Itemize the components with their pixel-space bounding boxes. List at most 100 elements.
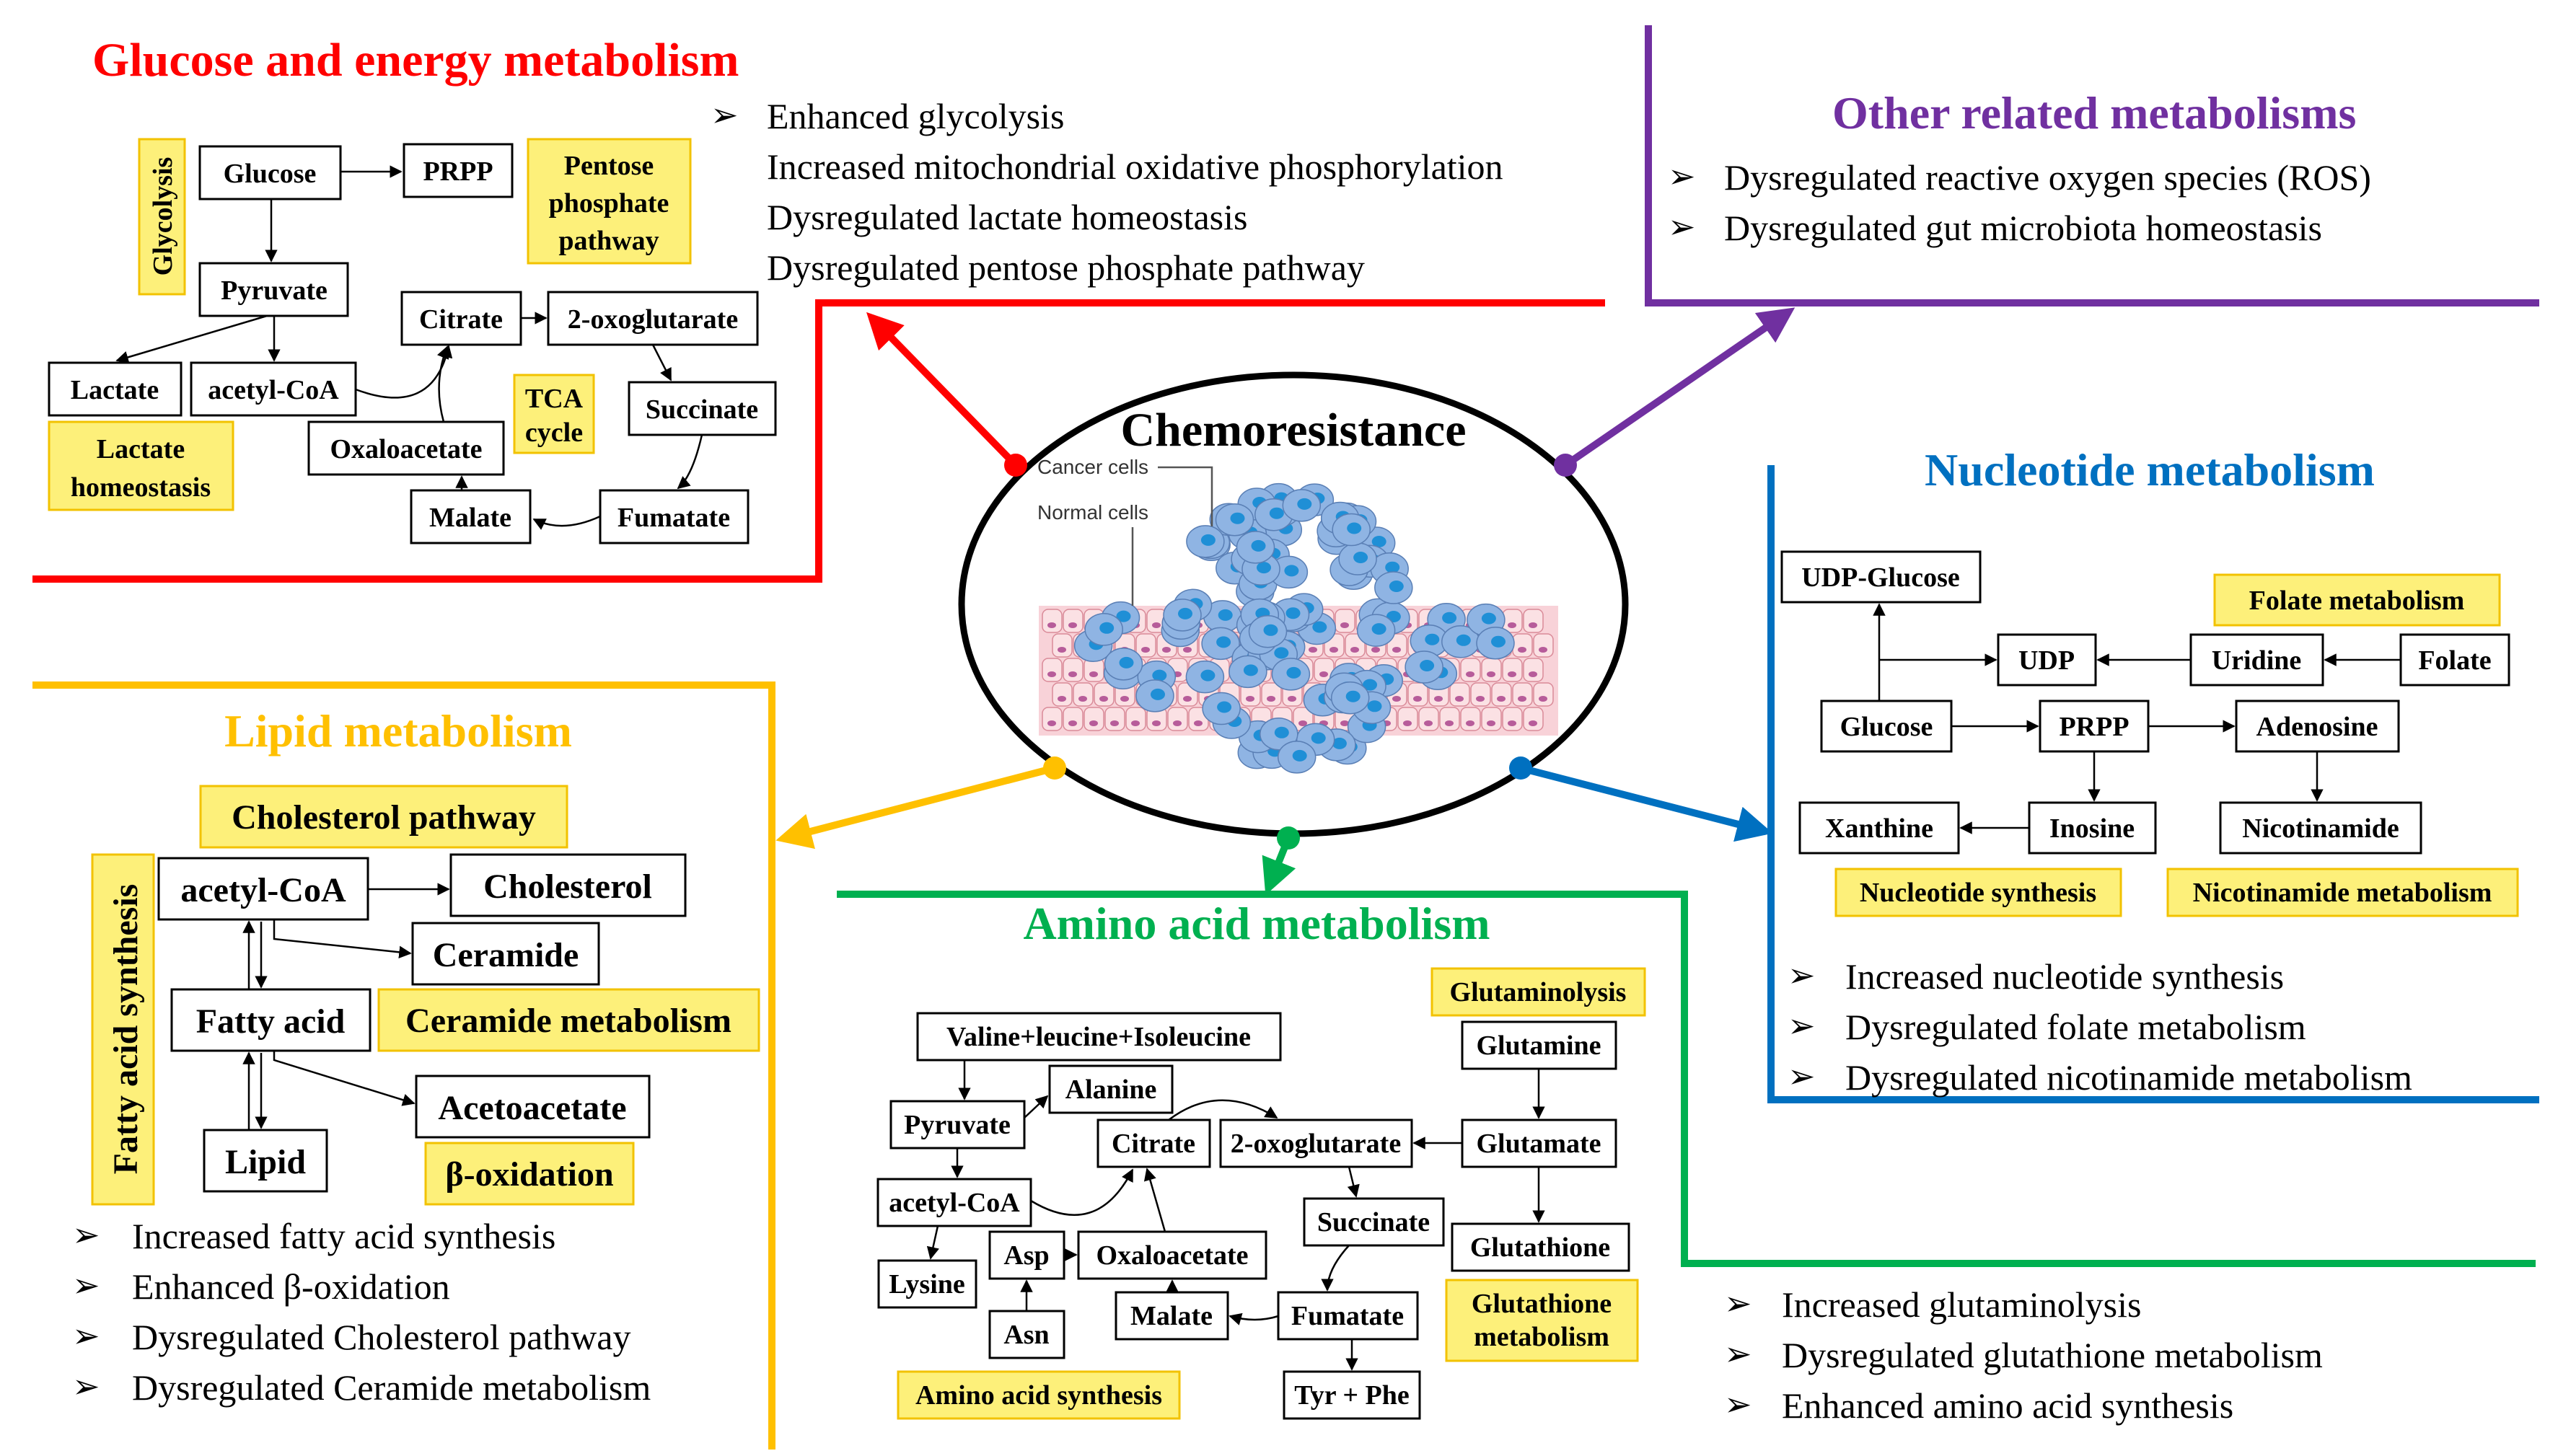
nicotinamide-metab-box: [2166, 868, 2519, 917]
nucleotide-synth-box: [1834, 868, 2122, 917]
other-bullet-2: Dysregulated gut microbiota homeostasis: [1724, 208, 2322, 248]
nucleotide-section-border: [1767, 465, 2539, 1103]
pentose-label-2: phosphate: [549, 188, 669, 219]
node-asp-label: Asp: [1003, 1240, 1049, 1271]
node-asn-label: Asn: [1003, 1320, 1049, 1350]
node-aa-pyruvate-label: Pyruvate: [904, 1110, 1011, 1140]
lactate-homeostasis-label-1: Lactate: [97, 434, 185, 464]
normal-cell-nucleus: [1141, 647, 1150, 653]
normal-cell-nucleus: [1110, 720, 1119, 726]
normal-cell-nucleus: [1403, 720, 1412, 726]
node-ceramide-label: Ceramide: [433, 936, 579, 974]
glycolysis-label-box: [138, 138, 186, 296]
connector-glucose: [866, 312, 1019, 468]
node-aa-citrate: [1096, 1119, 1211, 1168]
glucose-bullet-2: Increased mitochondrial oxidative phosph…: [767, 146, 1503, 187]
other-bullet-1: Dysregulated reactive oxygen species (RO…: [1724, 157, 2371, 198]
node-xanthine-label: Xanthine: [1825, 813, 1933, 844]
glucose-arrows: [115, 165, 703, 530]
folate-metab-box: [2213, 573, 2501, 627]
cancer-cell-nucleus: [1347, 522, 1362, 534]
tissue-illustration: [1039, 482, 1558, 774]
normal-cells-label: Normal cells: [1037, 501, 1148, 524]
normal-cell-nucleus: [1350, 647, 1359, 653]
normal-cell-nucleus: [1047, 720, 1056, 726]
normal-cell-nucleus: [1466, 720, 1474, 726]
normal-cell: [1460, 658, 1481, 682]
normal-cell-nucleus: [1162, 647, 1171, 653]
normal-cell-nucleus: [1539, 647, 1547, 653]
cancer-cell-nucleus: [1311, 732, 1326, 744]
cancer-cell-nucleus: [1363, 679, 1377, 691]
tca-label-2: cycle: [525, 418, 583, 448]
node-adenosine-label: Adenosine: [2256, 712, 2378, 742]
bullet-marker: ➢: [72, 1267, 100, 1304]
node-lysine-label: Lysine: [889, 1269, 965, 1300]
normal-cell-nucleus: [1298, 720, 1307, 726]
cancer-cell-nucleus: [1200, 669, 1216, 681]
node-glutathione-label: Glutathione: [1470, 1232, 1610, 1263]
amino-bullets: ➢ Increased glutaminolysis ➢ Dysregulate…: [1724, 1284, 2323, 1426]
node-aa-acetylcoa: [876, 1178, 1032, 1227]
cancer-cell-nucleus: [1371, 536, 1386, 547]
node-folate: [2399, 633, 2510, 687]
normal-cell: [1261, 682, 1282, 707]
normal-cell: [1104, 707, 1125, 731]
normal-cell-nucleus: [1518, 696, 1526, 702]
normal-cell-nucleus: [1068, 622, 1077, 628]
cancer-cell-nucleus: [1178, 607, 1192, 619]
node-aa-oxaloacetate: [1077, 1230, 1267, 1280]
normal-cell: [1345, 633, 1366, 658]
aa-synth-box: [897, 1370, 1181, 1420]
chemoresistance-title: Chemoresistance: [1120, 404, 1466, 456]
normal-cell-nucleus: [1078, 696, 1087, 702]
node-nuc-prpp-label: PRPP: [2059, 712, 2129, 742]
node-nicotinamide: [2219, 801, 2422, 855]
normal-cell: [1523, 707, 1544, 731]
normal-cell: [1063, 707, 1084, 731]
node-lipid-label: Lipid: [225, 1143, 306, 1181]
node-nicotinamide-label: Nicotinamide: [2242, 813, 2399, 844]
bullet-marker: ➢: [1788, 1007, 1816, 1044]
node-acetoacetate: [415, 1075, 651, 1139]
normal-cell-nucleus: [1508, 622, 1516, 628]
normal-cell: [1042, 707, 1063, 731]
bullet-marker: ➢: [1788, 1058, 1816, 1095]
node-pyruvate-label: Pyruvate: [221, 275, 328, 306]
normal-cell: [1449, 682, 1470, 707]
node-ceramide: [411, 922, 600, 986]
node-cholesterol: [449, 853, 687, 917]
amino-section-border: [837, 891, 2536, 1267]
node-folate-label: Folate: [2418, 645, 2491, 676]
lipid-arrows: [242, 883, 450, 1130]
cancer-cell-nucleus: [1367, 700, 1382, 712]
cancer-cell-nucleus: [1491, 635, 1506, 648]
cancer-cell-nucleus: [1284, 565, 1299, 577]
cancer-cell-nucleus: [1119, 656, 1134, 669]
normal-cell: [1386, 633, 1407, 658]
normal-cell-nucleus: [1319, 671, 1328, 677]
bullet-marker: ➢: [72, 1217, 100, 1253]
cancer-cells-label: Cancer cells: [1037, 456, 1148, 478]
lipid-bullets: ➢ Increased fatty acid synthesis ➢ Enhan…: [72, 1216, 651, 1408]
aa-synth-label: Amino acid synthesis: [915, 1380, 1162, 1411]
cancer-cell-nucleus: [1332, 737, 1347, 749]
glucose-bullets: ➢ Enhanced glycolysis Increased mitochon…: [711, 96, 1503, 288]
cancer-cell-nucleus: [1345, 690, 1361, 702]
pentose-label-1: Pentose: [564, 151, 654, 181]
normal-cell-nucleus: [1131, 720, 1140, 726]
normal-cell: [1073, 682, 1094, 707]
normal-cell-nucleus: [1508, 720, 1516, 726]
cancer-cell-nucleus: [1442, 612, 1457, 624]
other-bullets: ➢ Dysregulated reactive oxygen species (…: [1668, 157, 2371, 248]
normal-cell: [1125, 707, 1146, 731]
node-alanine-label: Alanine: [1065, 1075, 1157, 1105]
glucose-bullet-1: Enhanced glycolysis: [767, 96, 1064, 136]
glucose-bullet-3: Dysregulated lactate homeostasis: [767, 197, 1247, 237]
normal-cell-nucleus: [1340, 622, 1349, 628]
tca-label-1: TCA: [525, 384, 584, 414]
normal-cell-nucleus: [1487, 720, 1495, 726]
node-aa-acetylcoa-label: acetyl-CoA: [889, 1188, 1020, 1218]
normal-cell: [1063, 609, 1084, 633]
normal-cell-nucleus: [1371, 647, 1380, 653]
